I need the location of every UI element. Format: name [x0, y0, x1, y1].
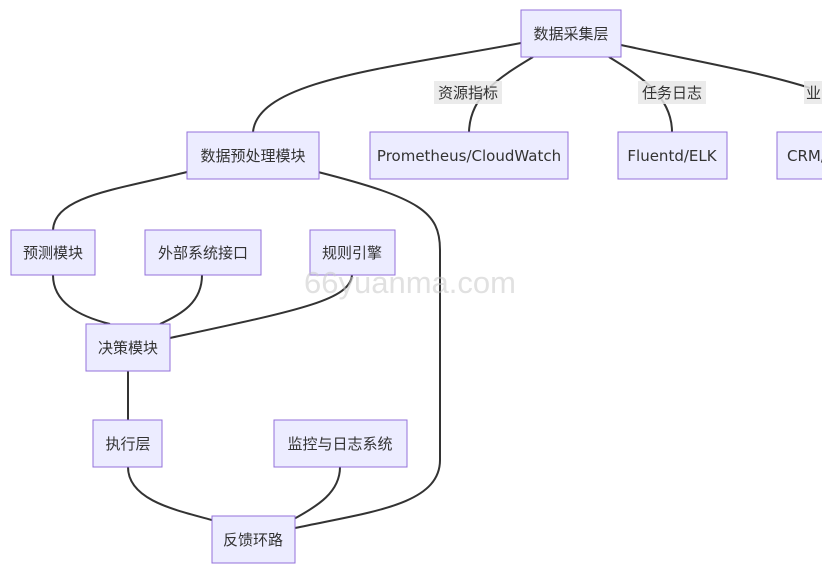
edge-collection-to-crm	[620, 44, 811, 89]
node-prediction[interactable]: 预测模块	[10, 229, 96, 276]
edge-collection-to-preprocessing	[252, 42, 522, 133]
edge-label-resource-metrics-text: 资源指标	[438, 84, 498, 102]
node-execution-label: 执行层	[105, 435, 150, 453]
node-prometheus-label: Prometheus/CloudWatch	[377, 147, 561, 165]
node-preprocessing-label: 数据预处理模块	[200, 147, 305, 165]
edge-monitoring-to-feedback	[291, 466, 341, 521]
edge-preprocessing-to-prediction	[52, 171, 188, 231]
node-fluentd-label: Fluentd/ELK	[627, 147, 717, 165]
node-feedback[interactable]: 反馈环路	[211, 515, 296, 564]
edge-preprocessing-to-feedback	[294, 171, 441, 529]
node-feedback-label: 反馈环路	[223, 531, 283, 549]
node-monitoring[interactable]: 监控与日志系统	[273, 419, 408, 468]
node-prediction-label: 预测模块	[23, 244, 83, 262]
node-external-interface-label: 外部系统接口	[158, 244, 248, 262]
node-rules-engine-label: 规则引擎	[322, 244, 382, 262]
node-decision[interactable]: 决策模块	[85, 323, 171, 372]
edge-label-resource-metrics: 资源指标	[434, 81, 502, 104]
node-external-interface[interactable]: 外部系统接口	[144, 229, 262, 276]
node-data-collection[interactable]: 数据采集层	[520, 9, 622, 58]
node-crm[interactable]: CRM/	[776, 131, 822, 180]
node-data-collection-label: 数据采集层	[533, 25, 608, 43]
edge-label-task-logs: 任务日志	[638, 81, 706, 104]
edge-rules-to-decision	[169, 274, 353, 339]
node-rules-engine[interactable]: 规则引擎	[309, 229, 396, 276]
node-execution[interactable]: 执行层	[92, 419, 163, 468]
edge-prediction-to-decision	[52, 274, 111, 325]
edge-label-task-logs-text: 任务日志	[642, 84, 702, 102]
node-fluentd[interactable]: Fluentd/ELK	[617, 131, 728, 180]
node-preprocessing[interactable]: 数据预处理模块	[186, 131, 320, 180]
edge-label-business-text: 业	[806, 84, 821, 102]
edge-label-business: 业	[804, 81, 822, 104]
edge-external-to-decision	[159, 274, 203, 325]
node-monitoring-label: 监控与日志系统	[287, 435, 392, 453]
watermark-text: 66yuanma.com	[304, 265, 516, 300]
node-prometheus[interactable]: Prometheus/CloudWatch	[369, 131, 569, 180]
node-decision-label: 决策模块	[98, 339, 158, 357]
node-crm-label: CRM/	[787, 147, 822, 165]
edges	[52, 42, 811, 529]
edge-execution-to-feedback	[127, 466, 213, 521]
